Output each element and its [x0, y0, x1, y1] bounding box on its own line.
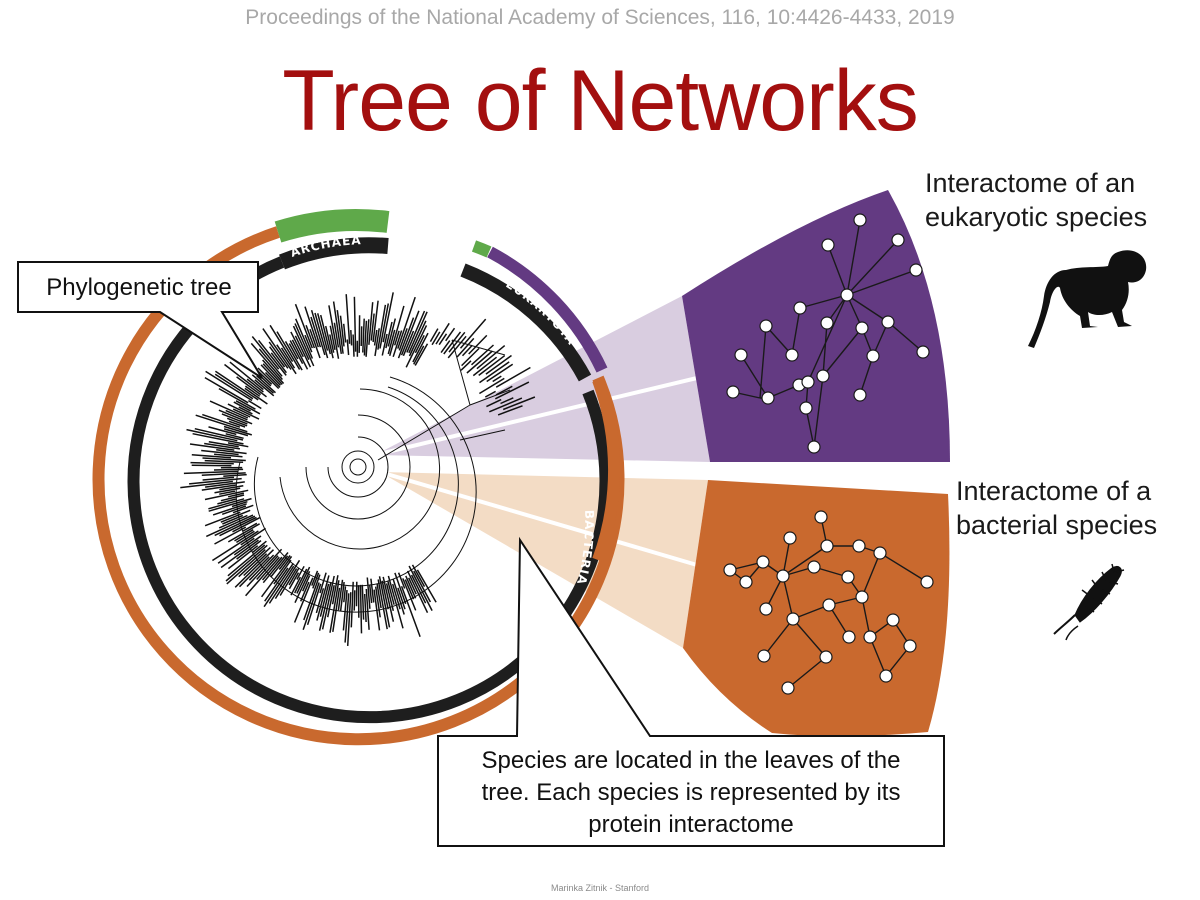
monkey-silhouette-icon [1028, 250, 1147, 348]
phylogenetic-tree-callout-text: Phylogenetic tree [46, 274, 231, 301]
eukaryotic-label-line-2: eukaryotic species [925, 202, 1148, 232]
bacteria-right-ring [592, 377, 621, 563]
eukaryota-outer-ring [487, 246, 608, 373]
eukaryote-wedge-group [374, 296, 710, 462]
phylogenetic-tree [180, 292, 536, 646]
archaea-domain-band [279, 237, 389, 270]
network-nodes [726, 213, 930, 454]
bacteria-network [723, 510, 934, 695]
species-callout-line-1: Species are located in the leaves of the [482, 747, 901, 774]
bacteria-domain-band [127, 256, 612, 724]
wedge-divider [379, 470, 698, 567]
tree-leaves [180, 292, 536, 646]
eukaryota-domain-band [460, 263, 592, 382]
species-callout: Species are located in the leaves of the… [437, 536, 945, 847]
domain-rings [92, 209, 625, 746]
leaf-spikes [180, 292, 536, 646]
citation: Proceedings of the National Academy of S… [245, 6, 955, 29]
bacteria-wedge [380, 472, 708, 648]
eukaryote-network-panel [682, 190, 950, 462]
eukaryotic-label-line-1: Interactome of an [925, 168, 1136, 198]
bacterial-label-line-1: Interactome of a [956, 476, 1152, 506]
bacteria-wedge-group [379, 470, 708, 648]
eukaryotic-interactome-label: Interactome of an eukaryotic species [925, 166, 1147, 234]
bacterial-interactome-label: Interactome of a bacterial species [956, 474, 1157, 542]
bacteria-outer-ring [92, 226, 625, 746]
footer-credit: Marinka Zitnik - Stanford [550, 883, 650, 893]
bacterium-silhouette-icon [1053, 563, 1125, 641]
network-nodes [723, 510, 934, 695]
species-callout-line-2: tree. Each species is represented by its [482, 779, 901, 806]
phylogenetic-tree-callout: Phylogenetic tree [17, 261, 263, 379]
wedge-divider [374, 376, 698, 457]
page-title: Tree of Networks [282, 53, 919, 149]
eukaryote-network [726, 213, 930, 454]
eukaryota-green-segment [471, 240, 492, 258]
network-edges [729, 516, 928, 689]
species-callout-line-3: protein interactome [588, 811, 793, 838]
eukaryote-wedge [375, 296, 710, 462]
bacterial-label-line-2: bacterial species [956, 510, 1158, 540]
archaea-outer-ring [274, 209, 390, 243]
